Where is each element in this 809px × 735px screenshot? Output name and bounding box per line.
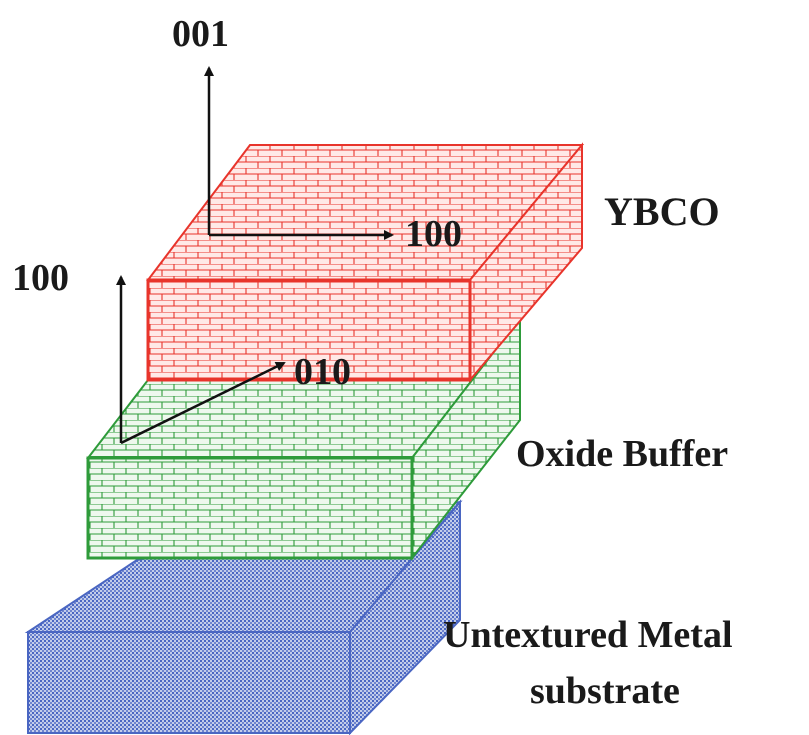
ybco-front-face [146, 278, 472, 382]
ybco-vertical-axis-label: 001 [172, 13, 229, 55]
buffer-vertical-axis-label: 100 [12, 257, 69, 299]
oxide-buffer-label: Oxide Buffer [516, 433, 728, 475]
ybco-horizontal-axis-label: 100 [405, 213, 462, 255]
buffer-axes [116, 275, 286, 445]
buffer-010-arrow [120, 361, 286, 445]
buffer-diagonal-axis-label: 010 [294, 351, 351, 393]
ybco-axes [204, 66, 394, 240]
buffer-front-face [86, 456, 414, 560]
substrate-label-line1: Untextured Metal [443, 614, 733, 656]
ybco-label: YBCO [604, 189, 720, 234]
ybco-layer [145, 142, 585, 383]
oxide-buffer-layer [85, 315, 523, 561]
substrate-front-face [27, 631, 351, 734]
substrate-label-line2: substrate [530, 670, 680, 712]
